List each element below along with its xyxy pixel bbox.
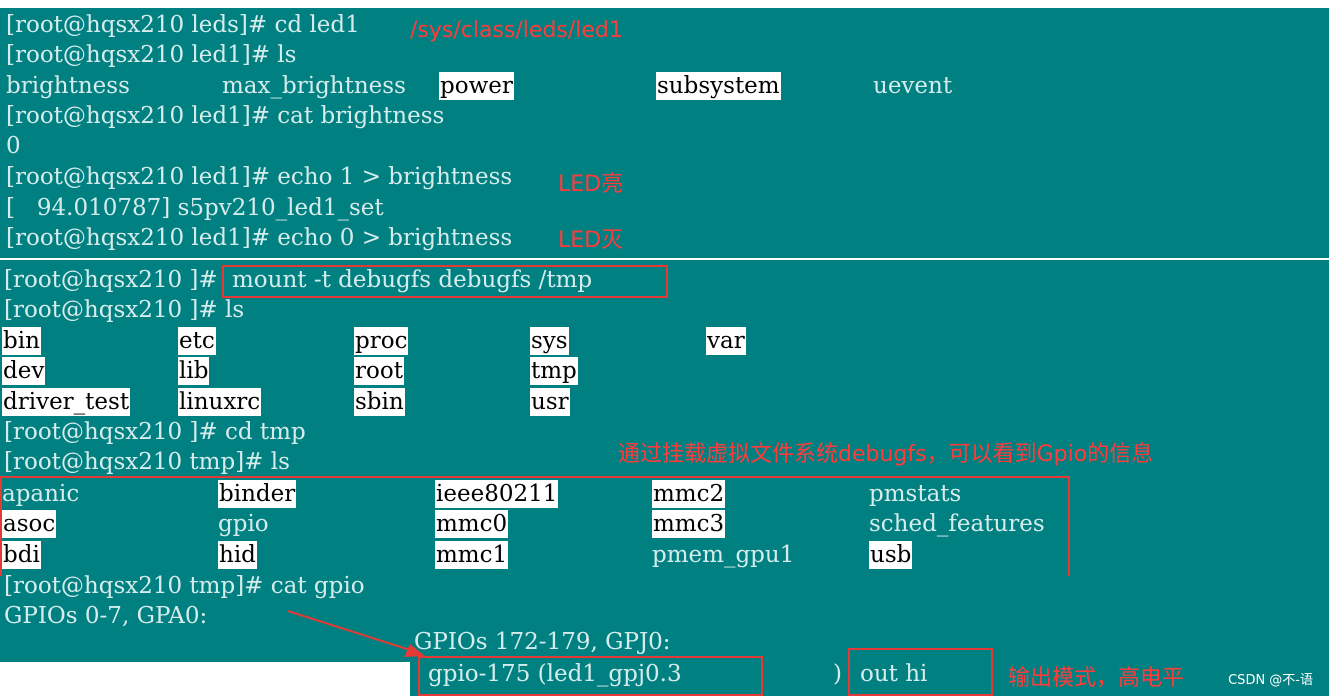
terminal-line: [root@hqsx210 ]# ls (4, 297, 245, 323)
divider (0, 258, 1329, 260)
dir-item: etc (178, 327, 216, 355)
dir-item: sys (530, 327, 569, 355)
watermark: CSDN @不-语 (1228, 673, 1313, 688)
dir-item: var (706, 327, 746, 355)
tmp-item: mmc3 (652, 510, 726, 538)
terminal-line: [root@hqsx210 tmp]# ls (4, 449, 290, 475)
terminal-line: [root@hqsx210 led1]# echo 0 > brightness (6, 225, 513, 251)
dir-item: dev (2, 357, 46, 385)
ls-item-brightness: brightness (6, 73, 130, 99)
tmp-item: usb (869, 541, 913, 569)
dir-item: driver_test (2, 388, 131, 416)
terminal-line: [root@hqsx210 ]# cd tmp (4, 419, 306, 445)
terminal-line: [root@hqsx210 led1]# echo 1 > brightness (6, 164, 513, 190)
tmp-item: mmc2 (652, 480, 726, 508)
tmp-item: hid (218, 541, 257, 569)
annotation-path: /sys/class/leds/led1 (410, 18, 623, 43)
ls-item-max-brightness: max_brightness (222, 73, 406, 99)
terminal-line: [ 94.010787] s5pv210_led1_set (6, 195, 384, 221)
dir-item: tmp (530, 357, 578, 385)
terminal-panel-led (0, 8, 1329, 258)
terminal-line: [root@hqsx210 leds]# cd led1 (6, 12, 360, 38)
ls-item-power: power (439, 72, 514, 100)
ls-item-subsystem: subsystem (656, 72, 781, 100)
mount-command: mount -t debugfs debugfs /tmp (232, 267, 593, 293)
gpj0-header: GPIOs 172-179, GPJ0: (414, 629, 671, 655)
tmp-item: bdi (2, 541, 41, 569)
tmp-item: pmstats (869, 481, 962, 507)
dir-item: proc (354, 327, 409, 355)
prompt: [root@hqsx210 ]# (4, 267, 218, 293)
dir-item: lib (178, 357, 210, 385)
tmp-item: gpio (218, 511, 269, 537)
tmp-item: mmc1 (435, 541, 509, 569)
gpio-175-line: gpio-175 (led1_gpj0.3 (428, 661, 682, 687)
tmp-item: sched_features (869, 511, 1045, 537)
terminal-line: 0 (6, 133, 21, 159)
mount-highlight-box (222, 265, 668, 298)
tmp-item: pmem_gpu1 (652, 542, 795, 568)
gpio-175-state: out hi (860, 661, 928, 687)
dir-item: usr (530, 388, 570, 416)
terminal-line: [root@hqsx210 led1]# cat brightness (6, 103, 445, 129)
tmp-item: mmc0 (435, 510, 509, 538)
dir-item: linuxrc (178, 388, 262, 416)
annotation-debugfs: 通过挂载虚拟文件系统debugfs，可以看到Gpio的信息 (618, 442, 1154, 467)
terminal-panel-gpj0 (410, 576, 1329, 696)
tmp-item: binder (218, 480, 297, 508)
terminal-panel-cat-gpio (0, 576, 412, 662)
tmp-item: ieee80211 (435, 480, 559, 508)
annotation-led-off: LED灭 (558, 228, 624, 253)
dir-item: bin (2, 327, 41, 355)
dir-item: sbin (354, 388, 405, 416)
annotation-output-high: 输出模式，高电平 (1008, 666, 1185, 691)
terminal-line: [root@hqsx210 tmp]# cat gpio (4, 573, 365, 599)
gpio-175-highlight-box (418, 656, 763, 696)
gpio-175-paren: ) (833, 661, 842, 687)
terminal-line: [root@hqsx210 led1]# ls (6, 42, 297, 68)
ls-item-uevent: uevent (873, 73, 953, 99)
annotation-led-on: LED亮 (558, 172, 624, 197)
tmp-item: asoc (2, 510, 57, 538)
tmp-item: apanic (2, 481, 80, 507)
terminal-line: GPIOs 0-7, GPA0: (4, 603, 208, 629)
dir-item: root (354, 357, 404, 385)
gpio-state-highlight-box (848, 648, 993, 696)
